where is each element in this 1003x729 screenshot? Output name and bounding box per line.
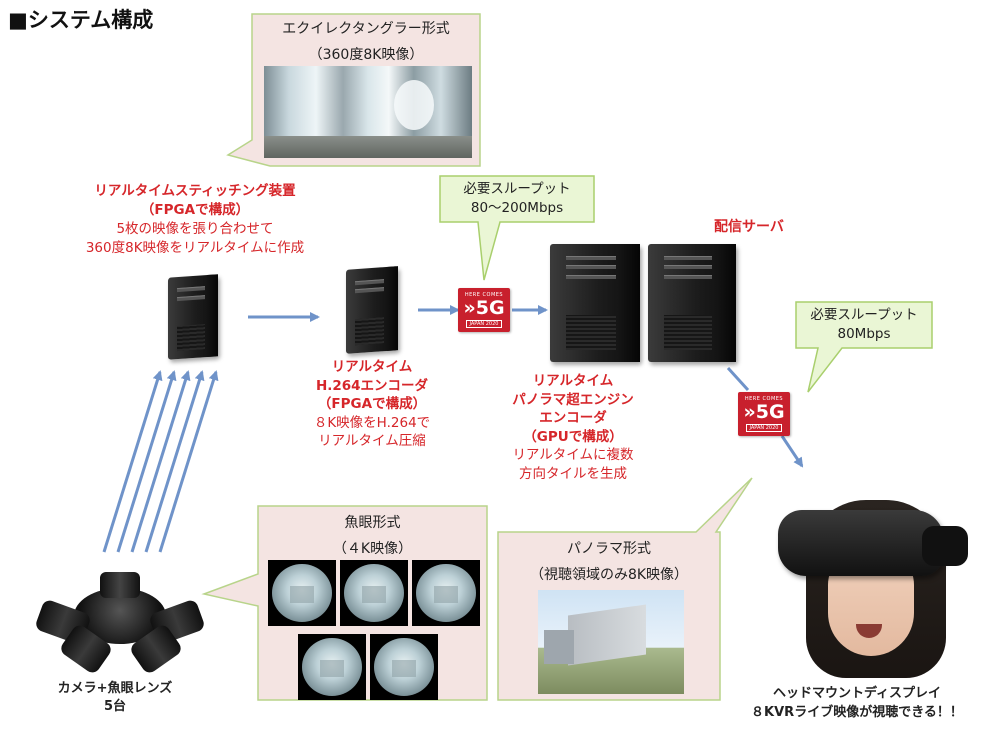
camera-label-1: カメラ+魚眼レンズ: [57, 681, 173, 696]
engine-title-3: エンコーダ: [539, 410, 607, 426]
5g-badge-main: »5G: [463, 297, 505, 319]
throughput-right-label: 必要スループット: [810, 307, 918, 323]
equirect-title: エクイレクタングラー形式: [282, 21, 450, 37]
h264-title-1: リアルタイム: [331, 359, 413, 375]
engine-title-1: リアルタイム: [532, 373, 614, 389]
throughput-right-value: 80Mbps: [837, 326, 891, 342]
camera-arrow-2: [116, 370, 177, 553]
5g-badge: HERE COMES »5G JAPAN 2020: [458, 288, 510, 332]
h264-title-2: H.264エンコーダ: [315, 377, 429, 394]
h264-encoder-icon: [346, 266, 398, 354]
h264-desc-1: ８K映像をH.264で: [313, 414, 431, 431]
fisheye-image-1: [268, 560, 336, 626]
fisheye-subtitle: （４K映像）: [332, 541, 413, 557]
h264-title-3: （FPGAで構成）: [317, 396, 427, 412]
engine-title-2: パノラマ超エンジン: [512, 391, 634, 408]
5g-badge-bottom: JAPAN 2020: [465, 320, 503, 328]
fisheye-image-5: [370, 634, 438, 700]
camera-label-2: 5台: [103, 699, 127, 714]
throughput-top-label: 必要スループット: [463, 181, 571, 197]
arrow-5g-to-hmd: [780, 435, 804, 468]
5g-badge-2: HERE COMES »5G JAPAN 2020: [738, 392, 790, 436]
equirect-image: [264, 66, 472, 158]
5g-badge-2-top: HERE COMES: [744, 396, 784, 402]
hmd-person-image: [772, 486, 972, 682]
panorama-image: [538, 590, 684, 694]
page-title: ■システム構成: [8, 8, 154, 32]
hmd-label-1: ヘッドマウントディスプレイ: [772, 686, 942, 701]
equirect-subtitle: （360度8K映像）: [308, 47, 424, 63]
panorama-title: パノラマ形式: [567, 541, 651, 557]
stitching-desc-1: 5枚の映像を張り合わせて: [116, 221, 274, 237]
camera-rig-icon: [34, 566, 206, 676]
throughput-right-bubble: [795, 301, 933, 393]
camera-arrow-5: [158, 370, 219, 553]
stitching-desc-2: 360度8K映像をリアルタイムに作成: [85, 240, 305, 256]
hmd-label-2: ８KVRライブ映像が視聴できる！！: [751, 705, 963, 720]
stitching-title: リアルタイムスティッチング装置: [94, 183, 296, 199]
panorama-subtitle: （視聴領域のみ8K映像）: [529, 567, 689, 583]
camera-arrow-3: [130, 370, 191, 553]
distribution-server-icon: [648, 244, 736, 362]
camera-arrow-4: [144, 370, 205, 553]
distribution-server-label: 配信サーバ: [714, 219, 784, 235]
arrow-server-to-5g: [726, 366, 750, 392]
engine-title-4: （GPUで構成）: [523, 428, 623, 445]
camera-arrow-1: [102, 370, 163, 553]
5g-badge-2-main: »5G: [743, 401, 785, 423]
h264-desc-2: リアルタイム圧縮: [318, 433, 426, 449]
fisheye-image-4: [298, 634, 366, 700]
fisheye-image-3: [412, 560, 480, 626]
throughput-top-bubble: [439, 175, 595, 281]
stitching-device-icon: [168, 274, 218, 360]
throughput-top-value: 80〜200Mbps: [470, 200, 564, 216]
5g-badge-2-bottom: JAPAN 2020: [745, 424, 783, 432]
engine-desc-1: リアルタイムに複数: [512, 447, 634, 463]
stitching-subtitle: （FPGAで構成）: [140, 202, 250, 218]
panorama-engine-icon: [550, 244, 640, 362]
engine-desc-2: 方向タイルを生成: [519, 465, 627, 482]
fisheye-title: 魚眼形式: [344, 515, 401, 531]
fisheye-image-2: [340, 560, 408, 626]
5g-badge-top: HERE COMES: [464, 292, 504, 298]
